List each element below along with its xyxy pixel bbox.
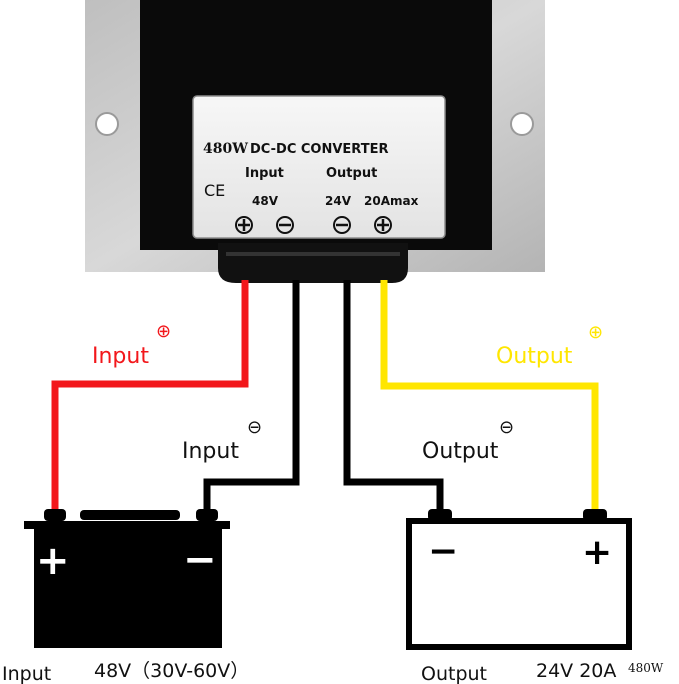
footer-input-spec: 48V（30V-60V）	[94, 660, 249, 682]
battery-minus-sign: −	[183, 537, 217, 583]
output-negative-label: Output	[422, 439, 499, 464]
plate-output-label: Output	[326, 166, 377, 181]
input-minus-symbol: ⊖	[247, 417, 262, 438]
output-negative-wire	[343, 280, 444, 512]
battery-positive-terminal	[44, 509, 66, 521]
footer-output-spec: 24V 20A	[536, 660, 616, 682]
footer-input-label: Input	[2, 663, 51, 684]
input-negative-wire	[203, 280, 300, 512]
cable-grommet	[218, 243, 408, 283]
plate-output-current: 20Amax	[364, 194, 419, 208]
label-plate	[192, 95, 446, 239]
output-minus-symbol: ⊖	[499, 417, 514, 438]
converter-title: DC-DC CONVERTER	[250, 142, 388, 157]
battery-body	[34, 529, 222, 648]
output-positive-label: Output	[496, 344, 573, 369]
converter-title-watt: 480W	[203, 141, 248, 157]
load-minus-sign: −	[428, 531, 458, 572]
input-positive-wire	[51, 280, 249, 512]
mount-hole-right	[510, 112, 534, 136]
ce-mark: CE	[204, 181, 225, 200]
input-plus-symbol: ⊕	[156, 321, 171, 342]
footer-output-watt: 480W	[628, 661, 664, 675]
plate-minus-icon	[276, 216, 294, 234]
plate-input-label: Input	[245, 166, 284, 181]
plate-plus-icon	[374, 216, 392, 234]
output-plus-symbol: ⊕	[588, 322, 603, 343]
plate-output-voltage: 24V	[325, 194, 352, 208]
battery: + −	[24, 509, 230, 648]
input-negative-label: Input	[182, 439, 239, 464]
input-positive-label: Input	[92, 344, 149, 369]
converter-housing: 480W DC-DC CONVERTER Input Output CE 48V…	[85, 0, 545, 283]
plate-input-voltage: 48V	[252, 194, 279, 208]
plate-minus-icon	[333, 216, 351, 234]
battery-plus-sign: +	[36, 538, 70, 584]
mount-hole-left	[95, 112, 119, 136]
load-plus-sign: +	[582, 532, 612, 573]
plate-plus-icon	[235, 216, 253, 234]
output-positive-wire	[380, 280, 599, 512]
battery-negative-terminal	[196, 509, 218, 521]
load-body	[406, 518, 632, 650]
footer-output-label: Output	[421, 663, 487, 684]
output-load: − +	[406, 509, 632, 650]
